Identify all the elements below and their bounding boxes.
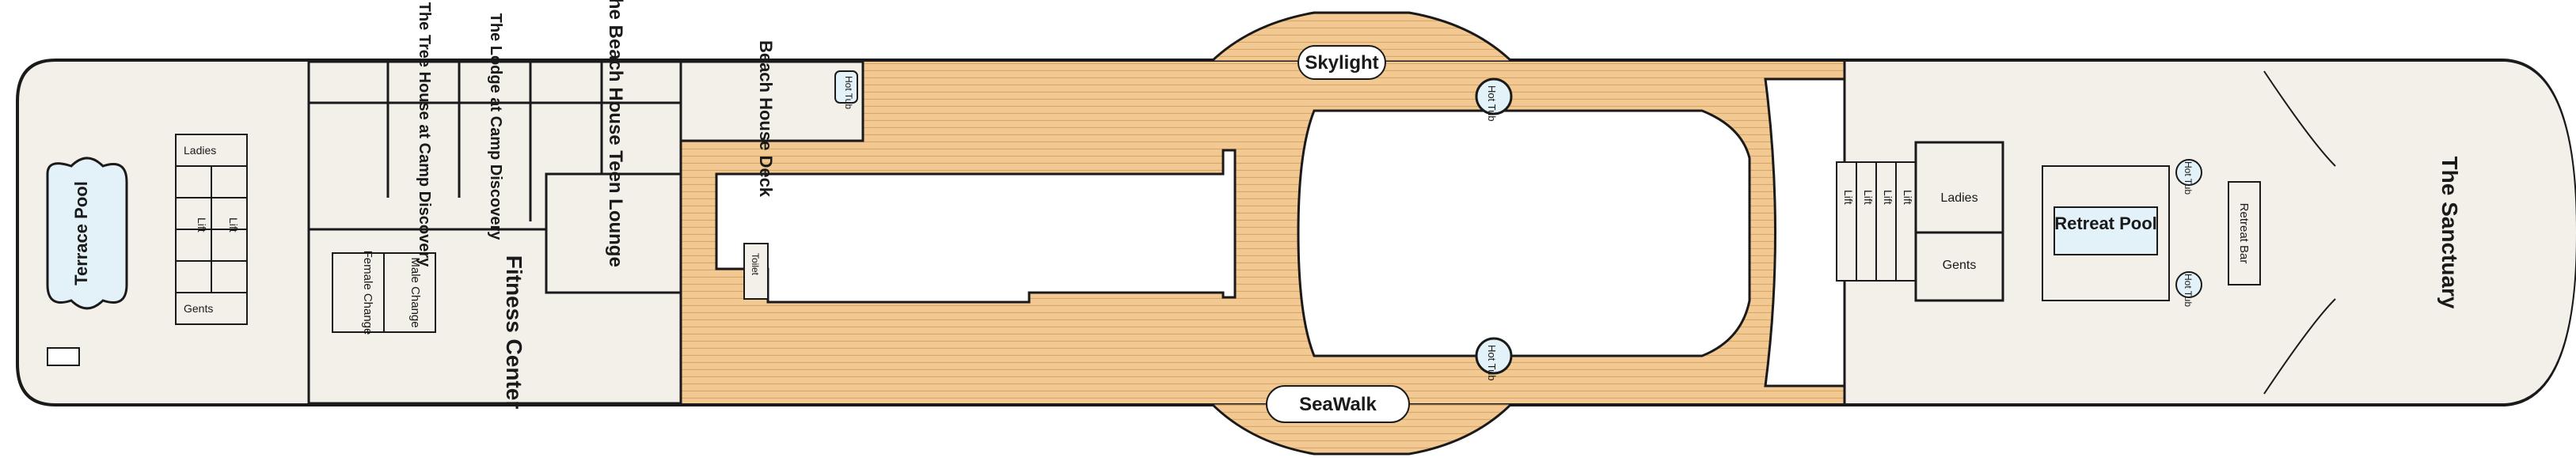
tree-house-label: The Tree House at Camp Discovery	[416, 2, 433, 267]
fwd-lift-label-3: Lift	[1882, 190, 1894, 205]
retreat-bar-label: Retreat Bar	[2237, 203, 2251, 264]
fwd-gents-label: Gents	[1943, 259, 1977, 272]
hot-tub-beach-house	[834, 70, 858, 104]
teen-lounge-core	[545, 172, 682, 294]
hot-tub-retreat-top-label: Hot Tub	[2183, 161, 2194, 195]
terrace-pool-label: Terrace Pool	[71, 181, 91, 285]
sanctuary-curve-bottom	[2263, 298, 2336, 395]
sanctuary-curve-top	[2263, 70, 2336, 167]
forward-stair-void	[1764, 78, 1846, 388]
retreat-bar-counter	[2228, 181, 2261, 285]
hot-tub-seawalk-label: Hot Tub	[1486, 345, 1498, 381]
hot-tub-seawalk-side	[1475, 337, 1513, 375]
fwd-lift-label-2: Lift	[1862, 190, 1875, 205]
fwd-lift-label-1: Lift	[1842, 190, 1855, 205]
beach-house-deck-area	[679, 60, 864, 142]
sanctuary-label: The Sanctuary	[2437, 157, 2462, 309]
retreat-pool-water	[2054, 206, 2158, 255]
hot-tub-retreat-bottom-label: Hot Tub	[2183, 274, 2194, 307]
vent-grille-aft	[47, 347, 80, 366]
aft-lift-label-1: Lift	[196, 217, 208, 232]
seawalk-label: SeaWalk	[1299, 394, 1377, 415]
aft-gents-label: Gents	[184, 302, 213, 315]
hot-tub-skylight-side	[1475, 78, 1513, 115]
aft-ladies-label: Ladies	[184, 144, 216, 157]
atrium-opening-right	[1297, 109, 1751, 357]
forward-block	[1845, 62, 2576, 403]
forward-restrooms	[1914, 141, 2004, 302]
aft-lift-label-2: Lift	[227, 217, 240, 232]
skylight-pill	[1297, 45, 1386, 80]
hot-tub-beach-label: Hot Tub	[843, 76, 854, 109]
toilet-label: Toilet	[750, 253, 761, 276]
retreat-pool-label: Retreat Pool	[2054, 214, 2157, 233]
toilet-room	[743, 243, 769, 300]
female-change-label: Female Change	[361, 251, 374, 335]
skylight-bulge	[1208, 11, 1515, 63]
teen-lounge-label: The Beach House Teen Lounge	[605, 0, 626, 267]
fwd-lift-label-4: Lift	[1902, 190, 1914, 205]
skylight-label: Skylight	[1305, 52, 1378, 74]
beach-house-deck-label: Beach House Deck	[756, 40, 776, 198]
male-change-label: Male Change	[408, 257, 422, 327]
hot-tub-retreat-top	[2175, 159, 2202, 186]
hot-tub-retreat-bottom	[2175, 271, 2202, 298]
fitness-center-label: Fitness Center	[502, 255, 526, 410]
atrium-opening-left	[715, 149, 1237, 304]
terrace-pool-shape	[46, 157, 128, 310]
lodge-label: The Lodge at Camp Discovery	[487, 13, 504, 241]
fwd-ladies-label: Ladies	[1940, 191, 1978, 205]
hot-tub-skylight-label: Hot Tub	[1486, 85, 1498, 122]
seawalk-pill	[1266, 385, 1410, 423]
